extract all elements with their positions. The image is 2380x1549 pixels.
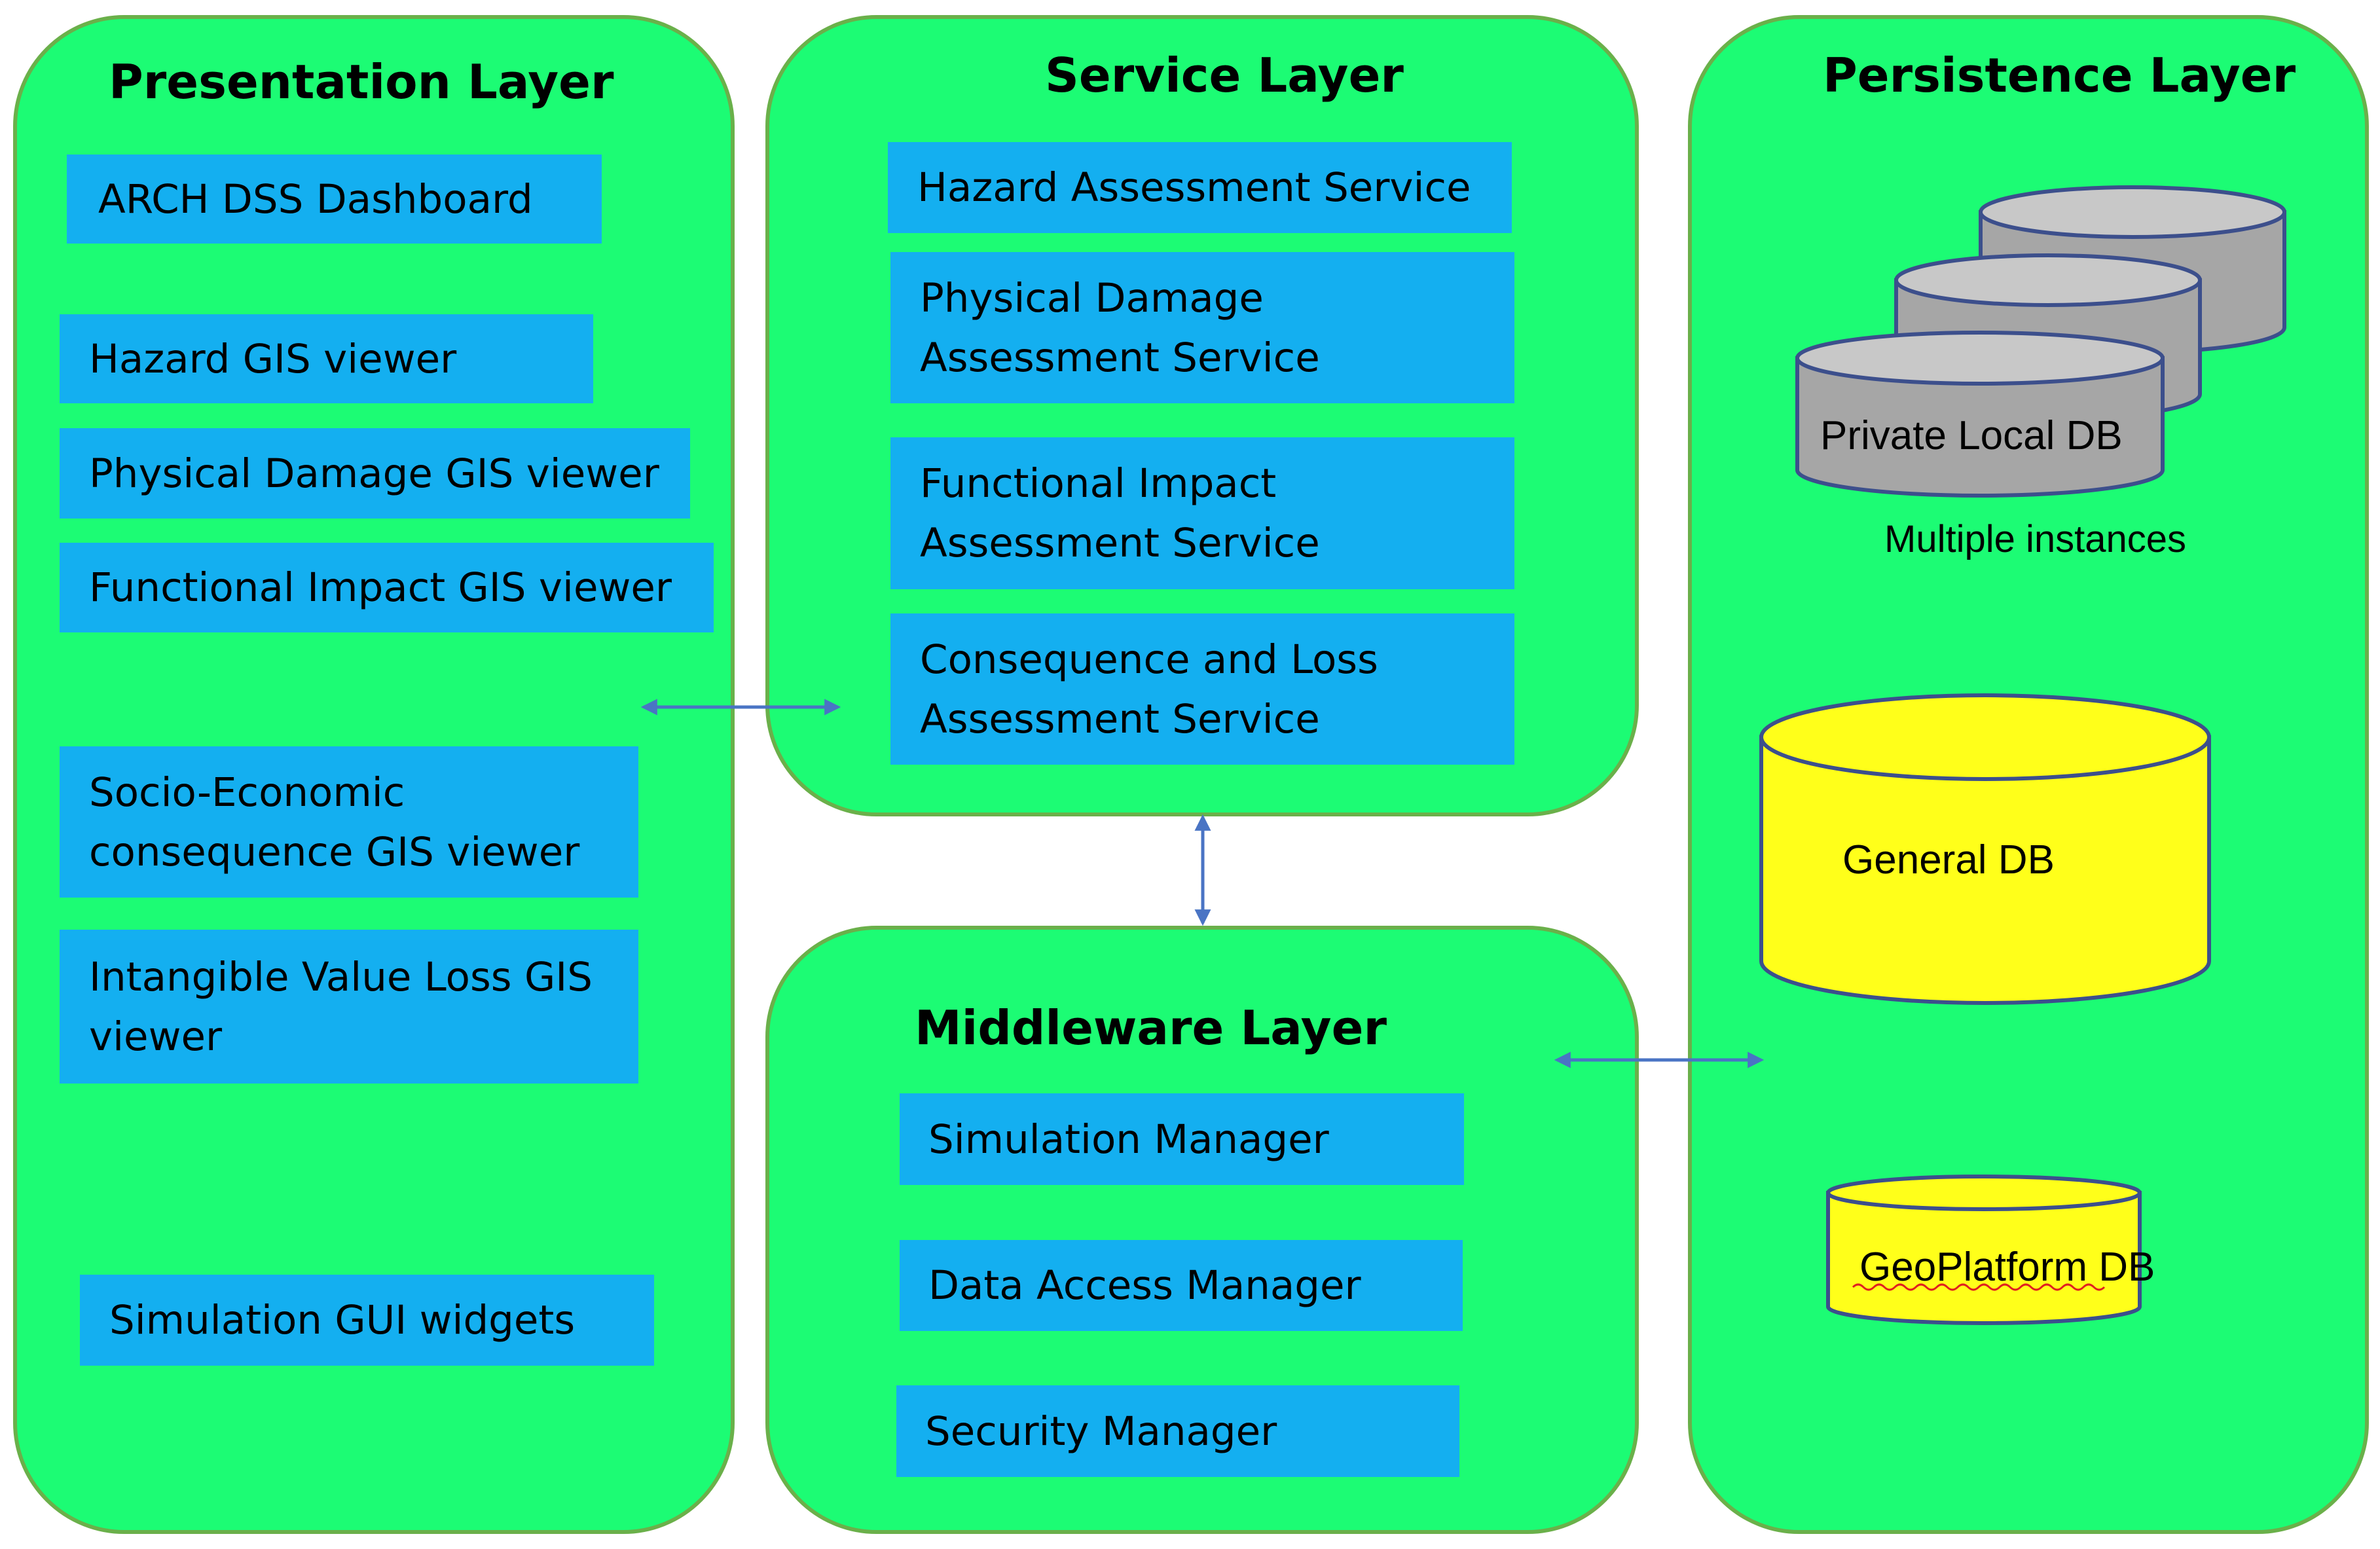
hazard-gis-viewer-box[interactable]: Hazard GIS viewer — [60, 314, 593, 403]
functional-impact-gis-viewer-box[interactable]: Functional Impact GIS viewer — [60, 543, 714, 632]
security-manager-box[interactable]: Security Manager — [896, 1385, 1459, 1477]
arch-dss-dashboard-box[interactable]: ARCH DSS Dashboard — [67, 155, 602, 244]
geoplatform-db-icon[interactable] — [1826, 1175, 2142, 1325]
physical-damage-gis-viewer-box[interactable]: Physical Damage GIS viewer — [60, 428, 690, 519]
private-local-db-label: Private Local DB — [1820, 413, 2123, 458]
service-layer-title: Service Layer — [1045, 48, 1404, 103]
multiple-instances-label: Multiple instances — [1884, 518, 2186, 560]
presentation-layer-title: Presentation Layer — [109, 54, 614, 109]
simulation-manager-box[interactable]: Simulation Manager — [900, 1093, 1464, 1185]
geoplatform-db-label: GeoPlatform DB — [1859, 1245, 2155, 1290]
simulation-gui-widgets-box[interactable]: Simulation GUI widgets — [80, 1275, 654, 1366]
middleware-layer-title: Middleware Layer — [915, 1000, 1387, 1055]
data-access-manager-box[interactable]: Data Access Manager — [900, 1240, 1463, 1331]
hazard-assessment-service-box[interactable]: Hazard Assessment Service — [888, 142, 1512, 233]
general-db-label: General DB — [1842, 837, 2055, 883]
persistence-layer-title: Persistence Layer — [1823, 48, 2296, 103]
general-db-icon[interactable] — [1759, 693, 2211, 1005]
private-local-db-icon — [1795, 331, 2165, 498]
spellcheck-squiggle — [1852, 1283, 2106, 1291]
